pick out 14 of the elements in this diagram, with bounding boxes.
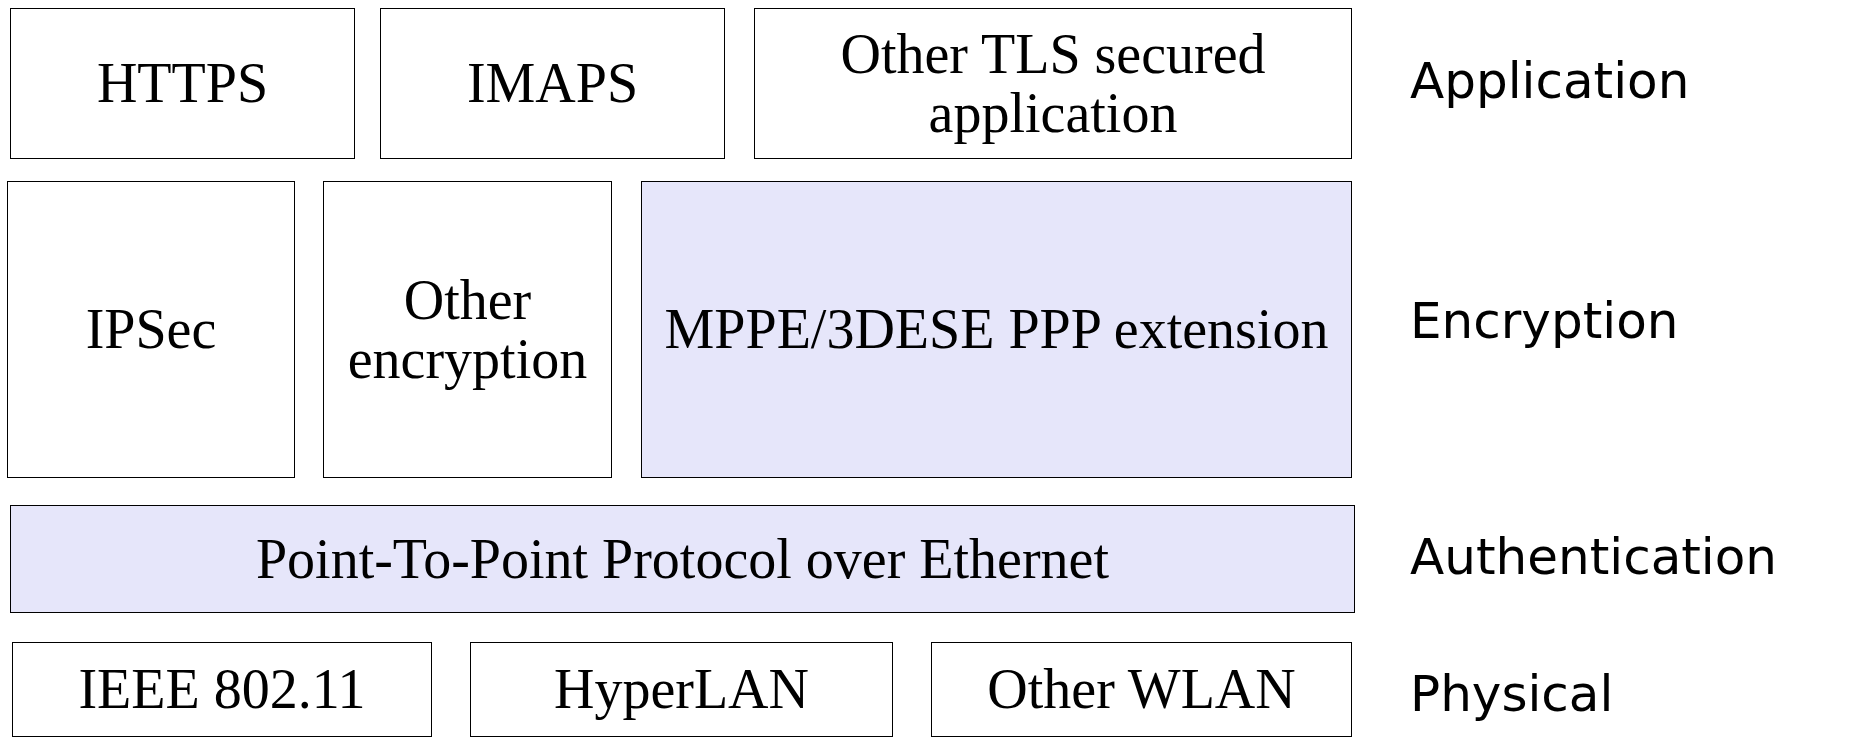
protocol-box: Other TLS secured application (754, 8, 1352, 159)
layer-label: Application (1410, 52, 1690, 110)
protocol-box: IEEE 802.11 (12, 642, 432, 737)
protocol-box: Other WLAN (931, 642, 1352, 737)
protocol-box: Other encryption (323, 181, 612, 478)
protocol-box: HyperLAN (470, 642, 893, 737)
layer-label: Authentication (1410, 528, 1778, 586)
protocol-box: Point-To-Point Protocol over Ethernet (10, 505, 1355, 613)
protocol-box: IPSec (7, 181, 295, 478)
protocol-box: MPPE/3DESE PPP extension (641, 181, 1352, 478)
protocol-box: IMAPS (380, 8, 725, 159)
layer-label: Physical (1410, 665, 1614, 723)
protocol-box: HTTPS (10, 8, 355, 159)
layer-label: Encryption (1410, 292, 1679, 350)
